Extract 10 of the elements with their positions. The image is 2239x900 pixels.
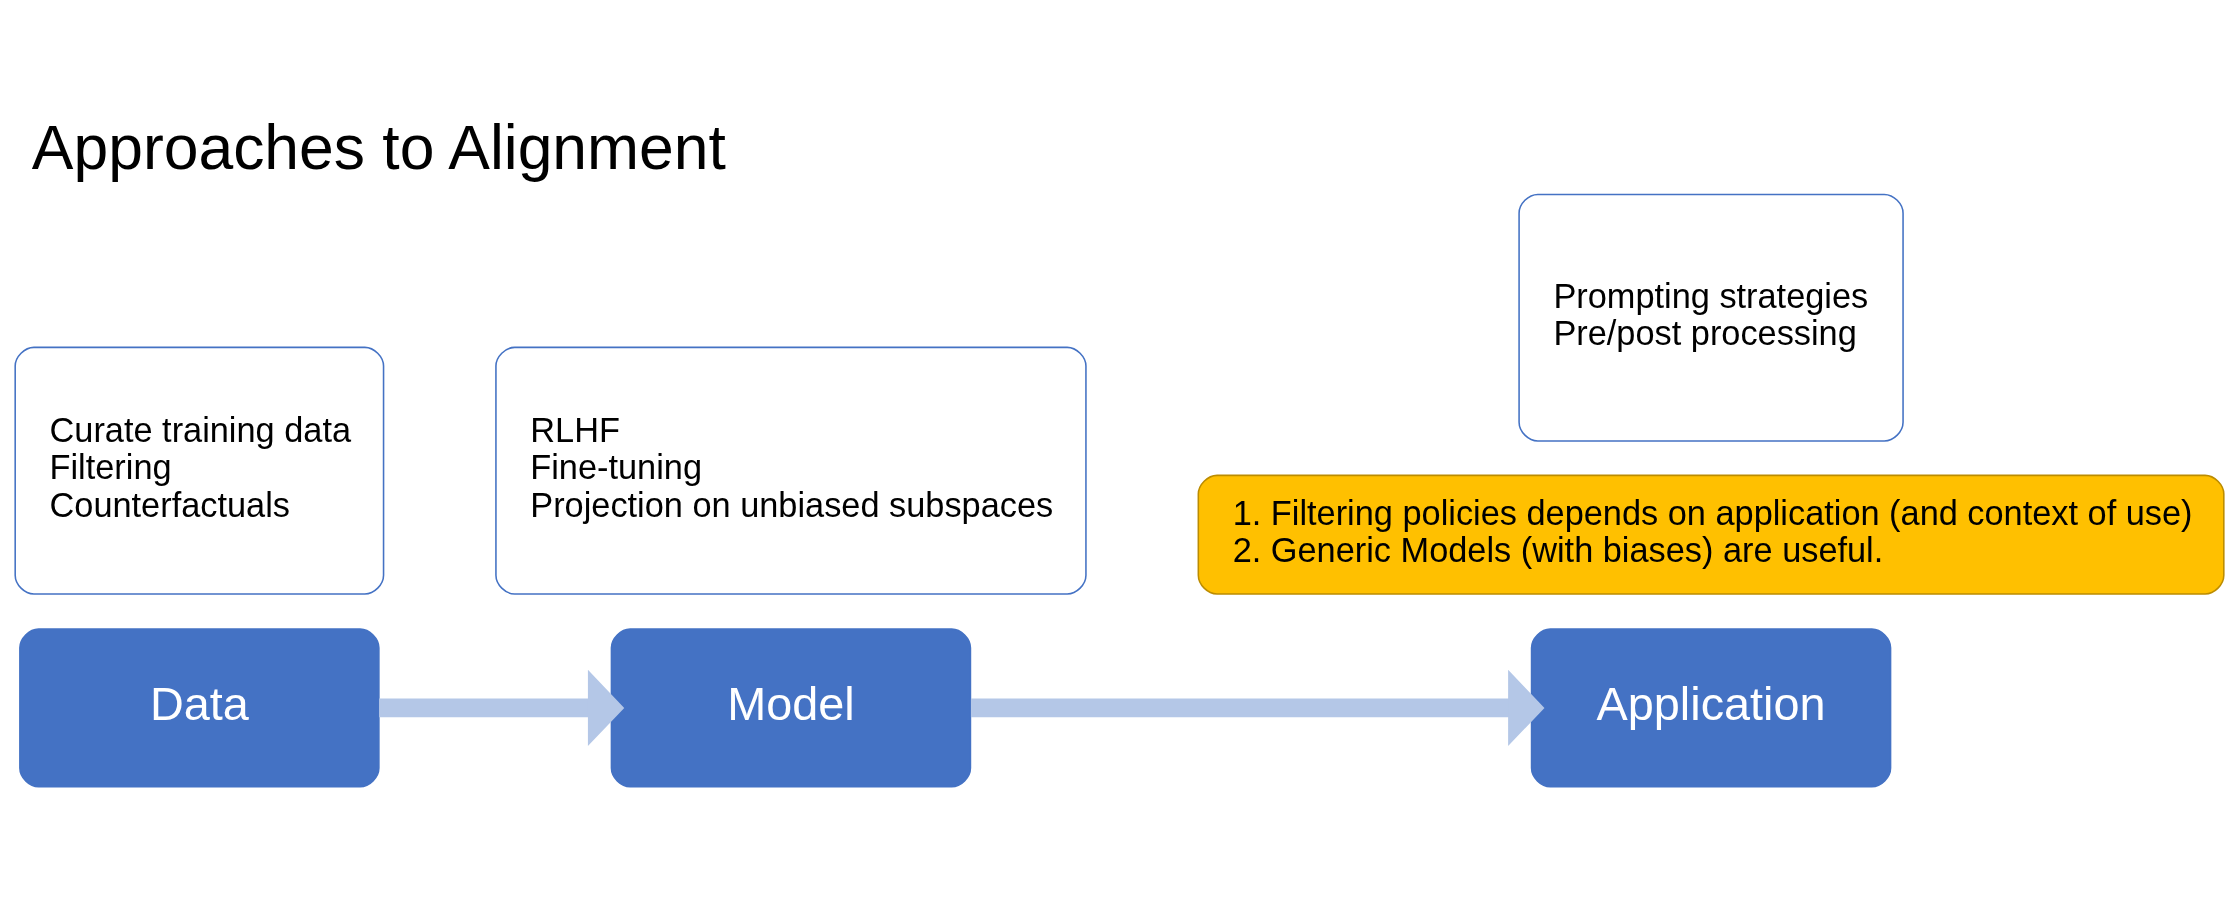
node-box: Application (1530, 628, 1892, 788)
node-box: Prompting strategies Pre/post processing (1518, 193, 1904, 442)
node-box: 1. Filtering policies depends on application (and context of use) 2. Generic Models (with biases) are useful. (1197, 474, 2225, 595)
node-box: Model (610, 628, 972, 788)
diagram-title: Approaches to Alignment (31, 112, 726, 183)
node-box: Curate training data Filtering Counterfactuals (14, 346, 385, 595)
arrow (970, 669, 1545, 747)
node-box: Data (19, 628, 380, 788)
node-box: RLHF Fine-tuning Projection on unbiased subspaces (495, 346, 1087, 595)
arrow (379, 669, 625, 747)
